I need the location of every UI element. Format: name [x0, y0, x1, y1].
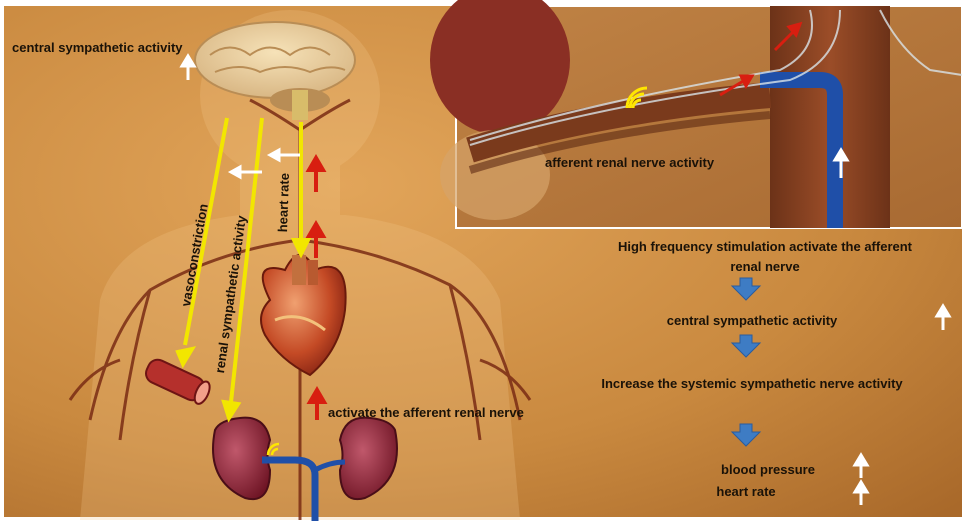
flow-step1-line1: High frequency stimulation activate the … — [618, 239, 912, 254]
flow-step3: Increase the systemic sympathetic nerve … — [601, 376, 902, 391]
flow-step4-line2: heart rate — [716, 484, 775, 499]
renal-inset — [430, 0, 962, 228]
label-activate-afferent: activate the afferent renal nerve — [328, 405, 524, 420]
flow-step4-line1: blood pressure — [721, 462, 815, 477]
flow-step1-line2: renal nerve — [730, 259, 799, 274]
flow-step2: central sympathetic activity — [667, 313, 838, 328]
label-heart-rate-vertical: heart rate — [275, 173, 292, 233]
label-afferent-renal-activity: afferent renal nerve activity — [545, 155, 714, 170]
label-central-sympathetic-top: central sympathetic activity — [12, 40, 183, 55]
